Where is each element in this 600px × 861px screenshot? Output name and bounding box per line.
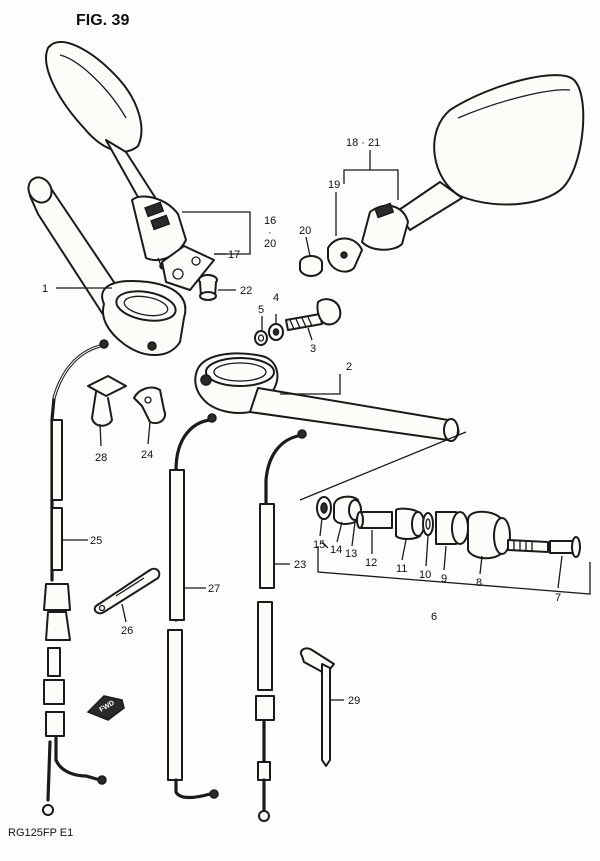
label-10: 10 (419, 569, 431, 581)
label-17: 17 (228, 249, 240, 261)
figure-footer: RG125FP E1 (8, 827, 73, 839)
left-bracket-17 (161, 245, 215, 291)
assembly-leader-tick (321, 541, 329, 549)
label-18-21: 18 · 21 (346, 137, 380, 149)
label-5: 5 (258, 304, 264, 316)
cable-23 (255, 429, 307, 822)
label-8: 8 (476, 577, 482, 589)
bracket-26 (93, 567, 161, 615)
label-12: 12 (365, 557, 377, 569)
clip-on-handlebar-2 (194, 352, 460, 442)
nut-5 (254, 330, 268, 346)
label-3: 3 (310, 343, 316, 355)
part-labels: 1 2 3 4 5 6 7 8 9 10 11 12 13 14 15 16 ·… (42, 137, 561, 707)
bar-end-assembly (316, 495, 581, 560)
label-11: 11 (396, 563, 407, 575)
clip-on-handlebar-1 (27, 176, 187, 357)
left-mirror (45, 41, 187, 270)
bolt-3 (285, 298, 342, 331)
fwd-arrow: FWD (86, 695, 125, 721)
label-13: 13 (345, 548, 357, 560)
washer-4 (268, 323, 284, 341)
label-24: 24 (141, 449, 153, 461)
label-4: 4 (273, 292, 279, 304)
bolt-22 (198, 274, 218, 301)
label-25: 25 (90, 535, 102, 547)
label-16-20: 20 (264, 238, 276, 250)
label-16: 16 (264, 215, 276, 227)
assembly-leader-bottom (317, 546, 591, 595)
label-9: 9 (441, 573, 447, 585)
label-26: 26 (121, 625, 133, 637)
label-20: 20 (299, 225, 311, 237)
clamp-24 (133, 386, 166, 424)
label-15: 15 (313, 539, 325, 551)
label-23: 23 (294, 559, 306, 571)
figure-title: FIG. 39 (76, 12, 129, 29)
label-19: 19 (328, 179, 340, 191)
right-mirror (327, 74, 585, 273)
label-28: 28 (95, 452, 107, 464)
assembly-leader-top (299, 431, 467, 501)
label-1: 1 (42, 283, 48, 295)
label-22: 22 (240, 285, 252, 297)
label-14: 14 (330, 544, 342, 556)
label-29: 29 (348, 695, 360, 707)
clamp-28 (87, 375, 127, 427)
label-6: 6 (431, 611, 437, 623)
label-7: 7 (555, 592, 561, 604)
tool-29 (300, 647, 335, 767)
cable-25 (42, 339, 109, 816)
label-2: 2 (346, 361, 352, 373)
label-16-dot: · (268, 227, 272, 239)
cable-27 (167, 413, 219, 800)
bolt-20 (299, 255, 323, 277)
label-27: 27 (208, 583, 220, 595)
leader-lines (56, 150, 563, 701)
